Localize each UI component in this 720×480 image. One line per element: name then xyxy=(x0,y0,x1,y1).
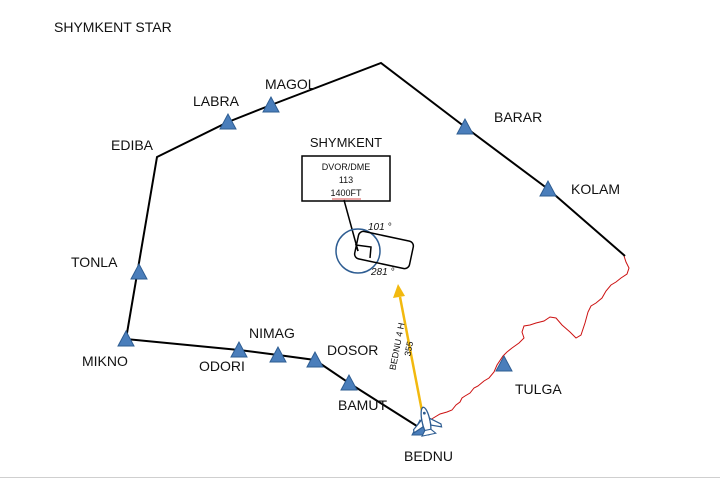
triangle-icon xyxy=(117,329,135,347)
triangle-icon xyxy=(340,373,358,391)
arrow-head xyxy=(393,284,405,298)
svg-text:355: 355 xyxy=(402,340,415,357)
vor-frequency: 113 xyxy=(339,175,353,185)
triangle-icon xyxy=(219,112,237,130)
triangle-icon xyxy=(456,117,474,135)
waypoint-label-tulga: TULGA xyxy=(515,381,562,397)
holding-entry xyxy=(354,244,372,259)
waypoint-label-odori: ODORI xyxy=(199,358,245,374)
triangle-icon xyxy=(269,345,287,363)
triangle-icon xyxy=(495,354,513,372)
holding-pattern xyxy=(353,230,415,270)
vor-circle xyxy=(335,228,381,274)
triangle-icon xyxy=(230,340,248,358)
holding-inbound-course: 101 ° xyxy=(368,222,391,233)
waypoint-label-bednu: BEDNU xyxy=(404,448,453,464)
airplane-icon xyxy=(412,406,443,437)
waypoint-label-mikno: MIKNO xyxy=(82,353,128,369)
waypoint-label-dosor: DOSOR xyxy=(327,342,378,358)
triangle-icon xyxy=(306,350,324,368)
waypoint-label-nimag: NIMAG xyxy=(249,325,295,341)
waypoint-label-bamut: BAMUT xyxy=(338,397,387,413)
vor-info-box xyxy=(301,155,391,202)
vor-leader xyxy=(343,199,359,252)
boundary-line xyxy=(429,255,630,421)
triangle-icon xyxy=(262,95,280,113)
holding-outbound-course: 281 ° xyxy=(370,267,394,278)
waypoint-label-labra: LABRA xyxy=(193,93,240,109)
waypoint-label-tonla: TONLA xyxy=(71,254,118,270)
route-line-south xyxy=(125,338,421,429)
vor-name: SHYMKENT xyxy=(310,135,382,150)
triangle-icon xyxy=(130,262,148,280)
chart-title: SHYMKENT STAR xyxy=(54,19,172,35)
waypoint-label-ediba: EDIBA xyxy=(111,137,154,153)
vor-type: DVOR/DME xyxy=(322,162,371,172)
waypoint-label-barar: BARAR xyxy=(494,109,542,125)
triangle-icon xyxy=(539,179,557,197)
bottom-divider xyxy=(0,477,720,478)
vor-altitude: 1400FT xyxy=(330,188,362,198)
route-line xyxy=(125,61,626,340)
waypoint-label-kolam: KOLAM xyxy=(571,181,620,197)
waypoint-label-magol: MAGOL xyxy=(265,76,316,92)
